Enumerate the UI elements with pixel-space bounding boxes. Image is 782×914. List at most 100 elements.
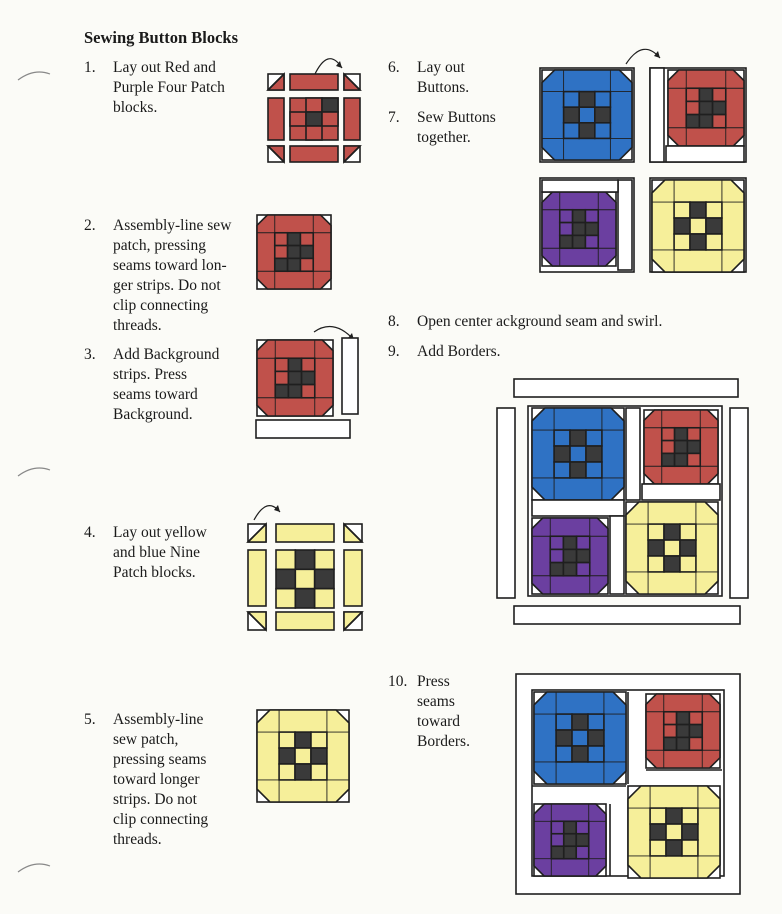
center-patch-square <box>286 231 302 247</box>
center-patch-square <box>673 452 689 468</box>
page-title: Sewing Button Blocks <box>84 28 239 47</box>
step-text-line: seams toward <box>113 386 198 403</box>
center-patch-square <box>310 763 328 781</box>
step-text-line: Lay out <box>417 59 465 76</box>
fabric-patch <box>289 111 307 127</box>
step-text-line: Patch blocks. <box>113 564 196 581</box>
center-patch-square <box>578 122 596 140</box>
center-patch-square <box>675 723 691 739</box>
center-patch-square <box>663 539 681 557</box>
seam-line <box>247 523 267 543</box>
center-patch-square <box>310 731 328 749</box>
center-patch-square <box>647 523 665 541</box>
center-patch-square <box>689 217 707 235</box>
center-patch-square <box>593 122 612 140</box>
center-patch-square <box>584 234 600 250</box>
background-strip <box>255 419 351 439</box>
step-number: 8. <box>388 313 400 330</box>
fabric-patch <box>305 111 323 127</box>
center-patch-square <box>575 845 590 860</box>
center-patch-square <box>665 823 683 841</box>
center-patch-square <box>679 523 697 541</box>
center-patch-square <box>550 845 565 860</box>
step-text-line: toward <box>417 713 461 730</box>
center-patch-square <box>562 122 581 140</box>
step-text: Add Borders. <box>417 342 501 362</box>
center-patch-square <box>711 113 727 129</box>
nine-patch-square <box>294 549 316 571</box>
step-text-line: clip connecting <box>113 811 209 828</box>
center-patch-square <box>550 832 565 848</box>
center-patch-square <box>685 100 701 116</box>
center-patch-square <box>562 548 578 564</box>
fabric-patch <box>305 125 323 141</box>
fabric-patch <box>305 97 323 113</box>
center-patch-square <box>649 839 667 857</box>
center-patch-square <box>587 729 605 747</box>
center-patch-square <box>711 100 727 116</box>
center-patch-square <box>711 87 727 103</box>
center-patch-square <box>685 113 701 129</box>
fabric-patch <box>275 523 335 543</box>
step-text-line: seams <box>417 693 455 710</box>
center-patch-square <box>689 233 707 251</box>
step-text-line: toward longer <box>113 771 200 788</box>
center-patch-square <box>578 90 596 108</box>
fabric-patch <box>275 611 335 631</box>
step-number: 7. <box>388 109 400 126</box>
step-text-line: Assembly-line sew <box>113 217 232 234</box>
step-text-line: threads. <box>113 831 162 848</box>
fabric-patch <box>289 73 339 91</box>
border-strip-bottom <box>513 605 741 625</box>
center-patch-square <box>274 357 290 373</box>
center-patch-square <box>585 461 603 479</box>
center-patch-square <box>294 763 312 781</box>
center-patch-square <box>558 221 574 237</box>
step-text-line: seams toward lon- <box>113 257 227 274</box>
center-patch-square <box>300 357 316 373</box>
center-patch-square <box>673 201 691 219</box>
background-strip <box>641 483 721 501</box>
background-strip <box>665 145 745 163</box>
center-patch-square <box>571 729 589 747</box>
center-patch-square <box>569 445 587 463</box>
background-strip <box>531 499 625 517</box>
curved-arrow <box>625 48 661 65</box>
center-patch-square <box>705 217 723 235</box>
center-patch-square <box>705 201 723 219</box>
center-patch-square <box>662 710 678 726</box>
step-number: 1. <box>84 59 96 76</box>
fabric-patch <box>343 97 361 141</box>
center-patch-square <box>649 807 667 825</box>
center-patch-square <box>549 548 565 564</box>
center-patch-square <box>705 233 723 251</box>
center-patch-square <box>662 723 678 739</box>
center-patch-square <box>688 736 704 752</box>
center-patch-square <box>569 429 587 447</box>
center-patch-square <box>571 713 589 731</box>
center-patch-square <box>550 820 565 835</box>
center-patch-square <box>679 539 697 557</box>
nine-patch-square <box>275 587 297 609</box>
center-patch-square <box>585 429 603 447</box>
step4-layout-diagram <box>246 505 364 632</box>
center-patch-square <box>562 90 581 108</box>
background-strip <box>341 337 359 415</box>
center-patch-square <box>665 807 683 825</box>
step-number: 5. <box>84 711 96 728</box>
center-patch-square <box>660 439 676 455</box>
center-patch-square <box>663 523 681 541</box>
center-patch-square <box>663 555 681 573</box>
arrow-head <box>654 51 660 58</box>
center-patch-square <box>571 208 587 224</box>
center-patch-square <box>278 763 296 781</box>
nine-patch-square <box>313 587 335 609</box>
step-text-line: Buttons. <box>417 79 470 96</box>
seam-line <box>343 523 363 543</box>
step2-sewn-red-block <box>256 214 332 290</box>
nine-patch-square <box>294 568 316 590</box>
center-patch-square <box>688 710 704 726</box>
